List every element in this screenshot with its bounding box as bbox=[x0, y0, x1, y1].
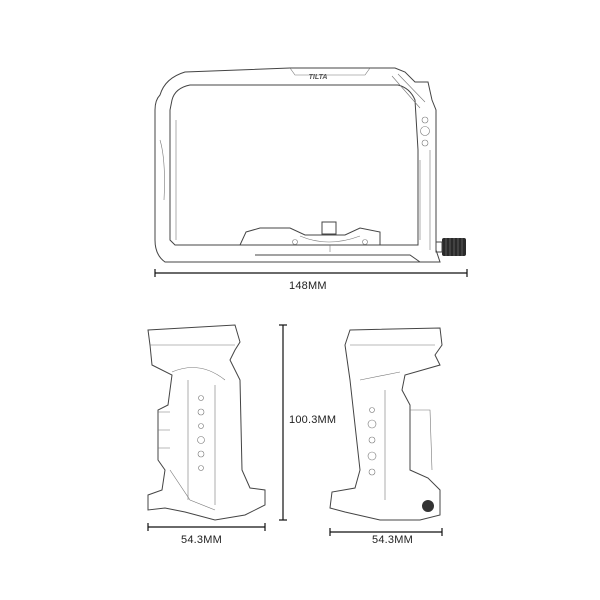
cage-left-side-view bbox=[147, 324, 266, 521]
cage-right-side-view bbox=[329, 327, 443, 521]
mounting-holes bbox=[197, 395, 205, 471]
brand-logo: TILTA bbox=[309, 74, 328, 81]
cage-front-view bbox=[154, 67, 466, 263]
left-depth-label: 54.3MM bbox=[181, 534, 222, 546]
right-depth-label: 54.3MM bbox=[372, 534, 413, 546]
knob-icon bbox=[422, 500, 434, 512]
height-label: 100.3MM bbox=[289, 414, 337, 426]
width-label: 148MM bbox=[289, 280, 327, 292]
